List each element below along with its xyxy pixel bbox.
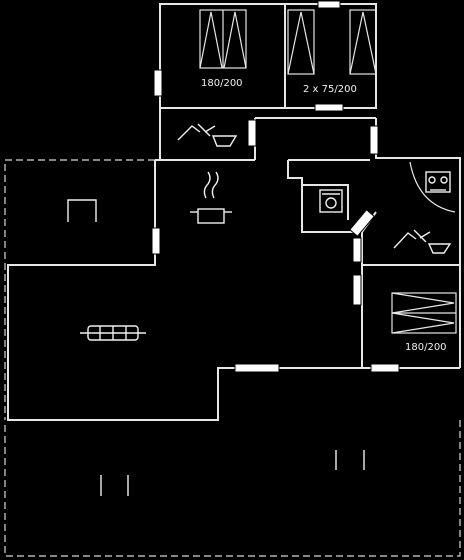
bed-double-icon — [199, 9, 247, 69]
bed-twin-icon — [287, 9, 377, 75]
table-icon — [67, 199, 97, 222]
door-swing — [409, 161, 456, 213]
shower-icon — [177, 123, 238, 147]
bed-label-1: 180/200 — [201, 78, 243, 89]
bed-double-icon — [391, 292, 457, 334]
walls — [7, 3, 461, 421]
washing-machine-icon — [319, 189, 343, 213]
bed-label-3: 180/200 — [405, 342, 447, 353]
stove-icon — [190, 171, 232, 224]
chair-icon — [100, 450, 365, 496]
shower-icon — [393, 229, 452, 254]
toilet-bidet-icon — [425, 171, 451, 193]
bed-label-2: 2 x 75/200 — [303, 84, 357, 95]
windows — [151, 0, 400, 373]
sofa-icon — [80, 325, 146, 341]
terrace-outlines — [4, 159, 461, 557]
